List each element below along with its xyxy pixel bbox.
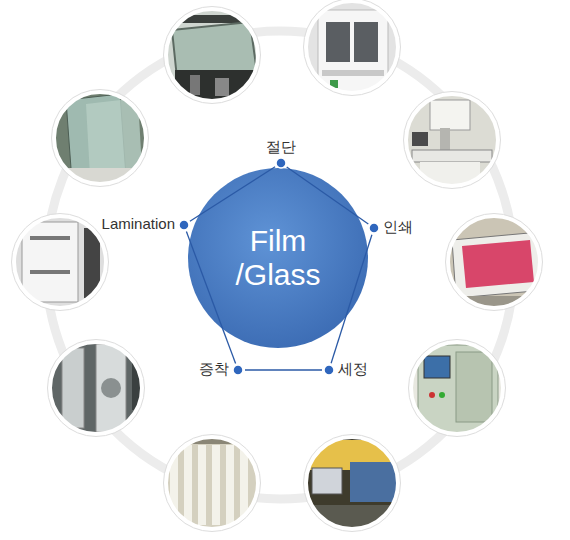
pentagon-line	[190, 167, 275, 221]
photo-screen-printer	[440, 210, 550, 310]
photo-lamination	[50, 88, 160, 188]
step-label: 세정	[338, 360, 368, 378]
pentagon-line	[186, 232, 235, 364]
pentagon-line	[287, 167, 369, 224]
center-label: Film /Glass	[223, 224, 333, 293]
photo-cnc	[300, 0, 410, 100]
step-label: 절단	[266, 138, 296, 156]
step-label: 인쇄	[383, 218, 413, 236]
photo-cutting	[160, 5, 270, 105]
pentagon-line	[331, 235, 372, 364]
step-dot: 증착	[232, 364, 244, 376]
photo-printer	[400, 90, 510, 192]
photo-deposition	[45, 338, 155, 438]
step-dot: 세정	[323, 364, 335, 376]
center-circle: Film /Glass	[188, 168, 368, 348]
pentagon-line	[245, 369, 322, 370]
photo-cleaning	[405, 338, 515, 438]
step-dot: 인쇄	[368, 222, 380, 234]
step-dot-shape	[323, 364, 335, 376]
photo-panels	[160, 433, 270, 533]
photo-lab	[300, 433, 410, 535]
step-dot-shape	[275, 157, 287, 169]
step-dot-shape	[368, 222, 380, 234]
step-dot-shape	[232, 364, 244, 376]
step-dot: 절단	[275, 157, 287, 169]
step-label: Lamination	[102, 215, 175, 233]
step-dot: Lamination	[178, 219, 190, 231]
step-dot-shape	[178, 219, 190, 231]
outer-ring	[46, 31, 514, 499]
step-label: 증착	[199, 360, 229, 378]
